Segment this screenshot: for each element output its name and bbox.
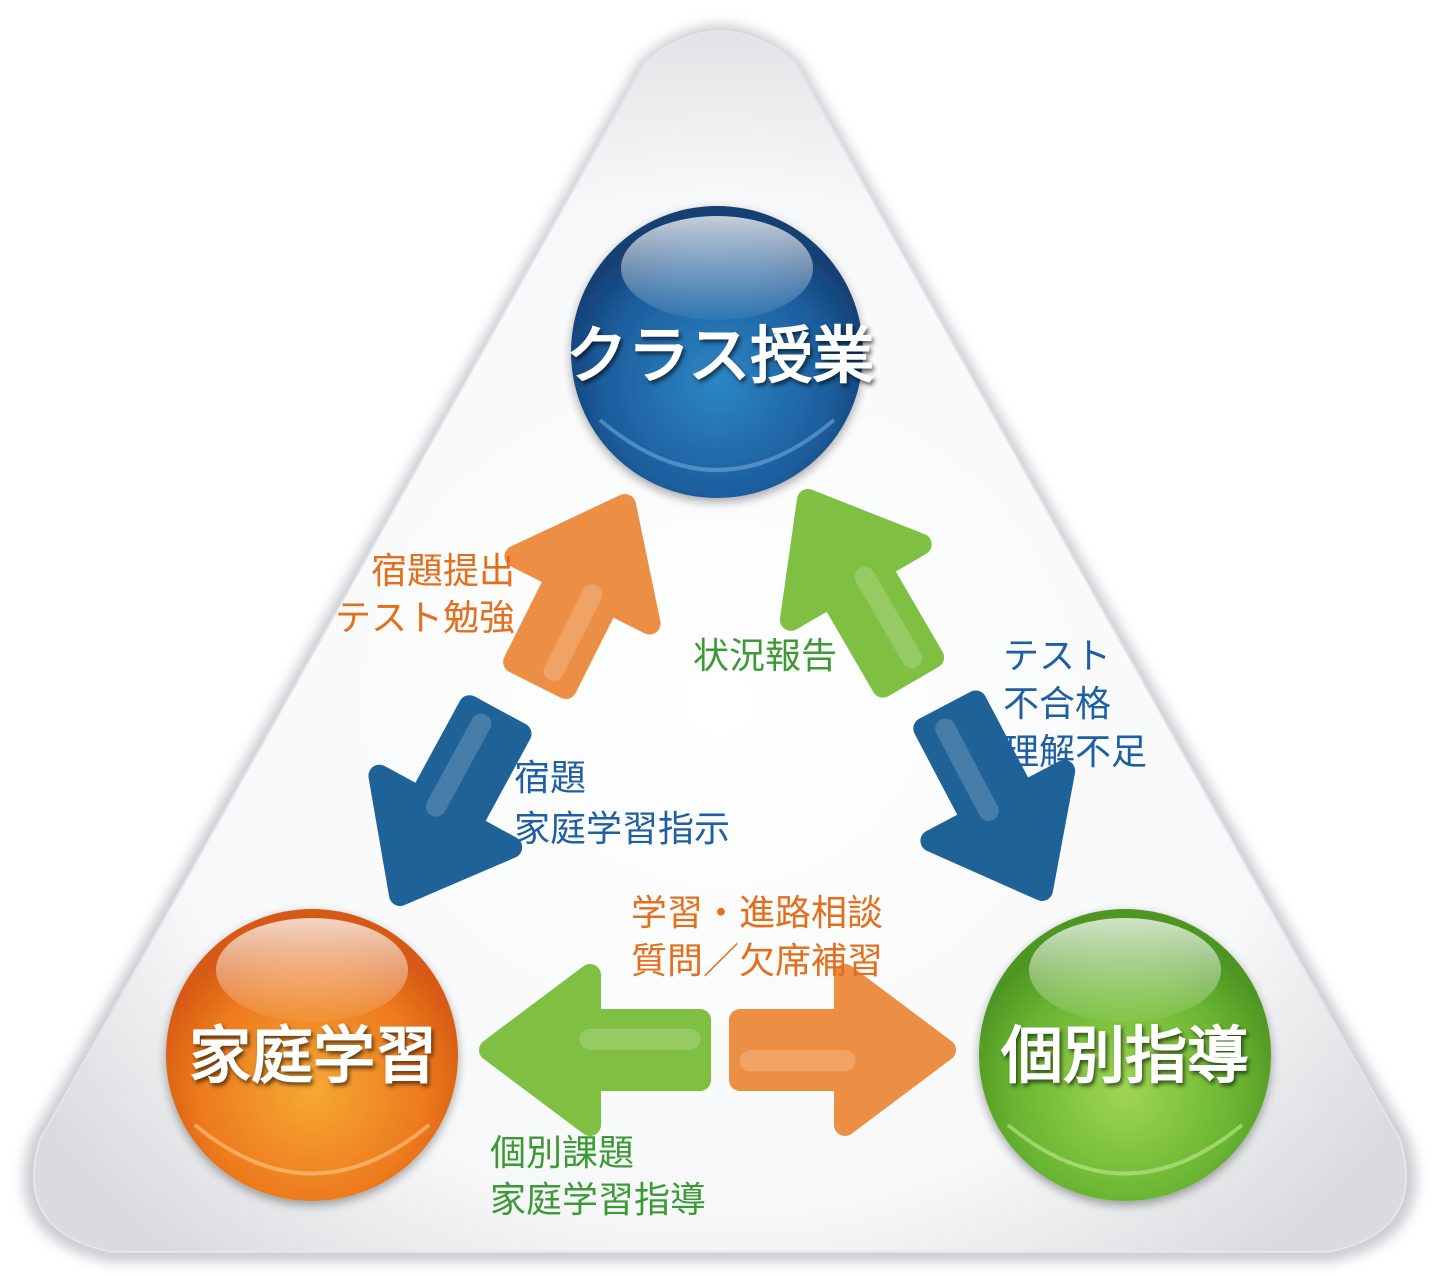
arrow-individual-to-home: [479, 964, 711, 1136]
node-individual-gloss: [1029, 918, 1221, 1022]
edge-label-individual-to-class: 状況報告: [693, 636, 837, 677]
arrow-home-to-class: [503, 494, 661, 699]
node-class-gloss: [621, 216, 813, 320]
node-home-label: 家庭学習: [189, 1019, 437, 1092]
arrow-class-to-individual-highlight: [935, 718, 999, 821]
node-home-rim: [193, 1123, 431, 1176]
node-home: [166, 909, 458, 1201]
edge-label-individual-to-home: 個別課題 家庭学習指導: [490, 1133, 706, 1221]
arrow-layer: [368, 489, 1076, 1136]
node-individual: [979, 909, 1271, 1201]
node-class: [571, 206, 863, 498]
node-class-rim: [598, 418, 836, 472]
arrow-class-to-home-highlight: [425, 713, 492, 817]
arrow-home-to-individual: [729, 964, 956, 1136]
edge-label-line: 状況報告: [693, 636, 837, 677]
edge-label-line: 宿題提出: [371, 551, 515, 592]
edge-label-line: 家庭学習指導: [490, 1180, 706, 1221]
arrow-class-to-individual: [913, 690, 1076, 901]
edge-label-line: テスト勉強: [335, 598, 515, 639]
edge-label-line: 不合格: [1003, 684, 1111, 725]
edge-label-line: 学習・進路相談: [631, 893, 883, 934]
edge-label-home-to-individual: 学習・進路相談 質問／欠席補習: [631, 893, 883, 982]
node-home-gloss: [216, 918, 408, 1022]
edge-label-line: 宿題: [514, 758, 586, 799]
arrow-class-to-home: [368, 695, 532, 906]
edge-label-line: 質問／欠席補習: [631, 941, 883, 982]
arrow-individual-to-class-highlight: [854, 566, 923, 669]
edge-label-home-to-class: 宿題提出 テスト勉強: [335, 551, 515, 639]
node-individual-label: 個別指導: [1000, 1019, 1249, 1092]
arrow-individual-to-class: [779, 489, 945, 698]
edge-label-line: 理解不足: [1003, 732, 1147, 773]
node-individual-rim: [1006, 1123, 1244, 1176]
edge-label-class-to-home: 宿題 家庭学習指示: [514, 758, 730, 850]
edge-label-line: 個別課題: [490, 1133, 634, 1174]
edge-label-line: 家庭学習指示: [514, 809, 730, 850]
node-class-label: クラス授業: [566, 319, 875, 392]
edge-label-line: テスト: [1003, 636, 1111, 677]
edge-label-class-to-individual: テスト 不合格 理解不足: [1003, 636, 1147, 773]
arrow-home-to-class-highlight: [543, 584, 603, 681]
